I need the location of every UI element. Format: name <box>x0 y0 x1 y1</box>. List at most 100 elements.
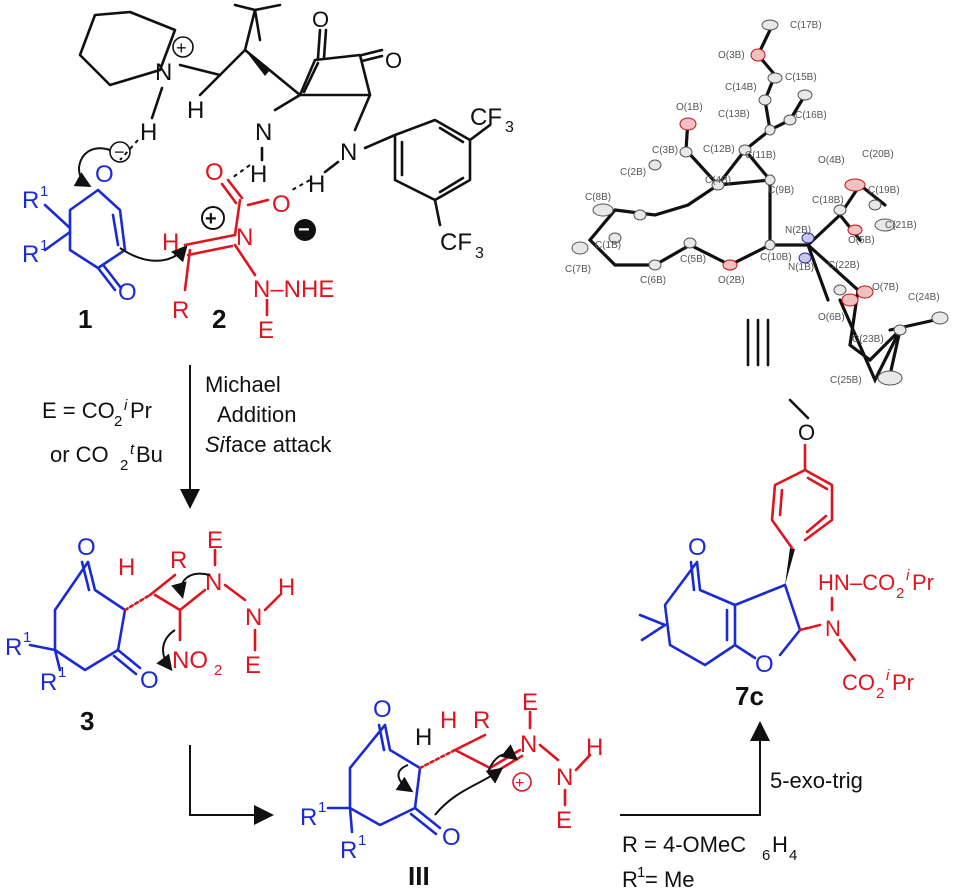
svg-text:O: O <box>373 696 392 723</box>
svg-text:C(2B): C(2B) <box>620 167 646 178</box>
svg-text:3: 3 <box>475 245 484 262</box>
ammonium-H: H <box>140 119 157 146</box>
svg-text:2: 2 <box>120 457 128 474</box>
svg-text:Michael: Michael <box>205 372 281 397</box>
svg-text:R: R <box>340 837 357 864</box>
svg-text:N: N <box>520 731 537 758</box>
svg-text:O: O <box>205 159 224 186</box>
svg-text:2: 2 <box>214 662 222 679</box>
svg-text:1: 1 <box>637 864 645 881</box>
svg-text:N: N <box>255 119 272 146</box>
svg-text:C(24B): C(24B) <box>908 292 940 303</box>
svg-text:E: E <box>556 807 572 834</box>
svg-text:CO: CO <box>842 670 875 695</box>
arrow-5-exo-trig <box>620 721 770 816</box>
svg-text:i: i <box>906 567 910 584</box>
svg-text:H: H <box>250 161 267 188</box>
svg-text:O: O <box>77 534 96 561</box>
svg-text:C(22B): C(22B) <box>828 260 860 271</box>
label-2: 2 <box>212 304 226 334</box>
svg-text:C(6B): C(6B) <box>640 275 666 286</box>
equivalence-mark <box>746 318 770 367</box>
svg-text:O(2B): O(2B) <box>718 275 745 286</box>
svg-text:+: + <box>515 775 524 792</box>
svg-text:C(10B): C(10B) <box>760 252 792 263</box>
svg-text:N: N <box>825 616 841 641</box>
svg-text:Pr: Pr <box>130 398 152 423</box>
svg-text:5-exo-trig: 5-exo-trig <box>770 768 863 793</box>
svg-text:H: H <box>278 574 295 601</box>
svg-text:C(8B): C(8B) <box>585 192 611 203</box>
svg-text:H: H <box>440 707 457 734</box>
svg-text:N: N <box>556 764 573 791</box>
svg-text:C(23B): C(23B) <box>852 334 884 345</box>
svg-text:1: 1 <box>40 183 48 200</box>
svg-text:–CO: –CO <box>850 570 895 595</box>
piperidinium-N: N <box>155 59 172 86</box>
svg-text:NO: NO <box>172 647 208 674</box>
svg-text:N: N <box>245 604 262 631</box>
svg-text:E: E <box>522 689 538 716</box>
svg-text:Pr: Pr <box>912 570 934 595</box>
svg-text:C(20B): C(20B) <box>862 149 894 160</box>
svg-text:+: + <box>205 208 217 230</box>
svg-text:H: H <box>162 229 179 256</box>
svg-text:2: 2 <box>896 585 904 602</box>
compound-2: H R N O O + − N–NHE E 2 <box>162 159 334 344</box>
cf3-top: CF <box>470 104 502 131</box>
svg-text:face attack: face attack <box>225 432 332 457</box>
label-3: 3 <box>80 706 94 736</box>
svg-text:2: 2 <box>114 413 122 430</box>
svg-text:O: O <box>755 651 774 678</box>
svg-text:N: N <box>340 139 357 166</box>
svg-text:E: E <box>245 652 261 679</box>
svg-text:HN: HN <box>818 570 850 595</box>
arrow-to-III <box>189 745 274 825</box>
svg-text:O(3B): O(3B) <box>718 50 745 61</box>
svg-text:1: 1 <box>358 832 366 849</box>
svg-text:C(25B): C(25B) <box>830 375 862 386</box>
svg-text:O: O <box>140 667 159 694</box>
svg-text:Bu: Bu <box>136 442 163 467</box>
compound-1: − O O R 1 R 1 1 <box>22 141 137 334</box>
svg-text:Si: Si <box>205 432 226 457</box>
svg-text:O: O <box>272 191 291 218</box>
svg-text:or CO: or CO <box>50 442 109 467</box>
label-III: III <box>408 861 430 891</box>
svg-text:1: 1 <box>318 799 326 816</box>
svg-text:C(16B): C(16B) <box>795 110 827 121</box>
compound-3: O O R 1 R 1 H R N E N H E NO 2 3 <box>5 527 295 736</box>
svg-text:R: R <box>300 804 317 831</box>
label-7c: 7c <box>735 681 764 711</box>
svg-text:N: N <box>236 224 253 251</box>
svg-text:O(4B): O(4B) <box>818 155 845 166</box>
crystal-structure: C(17B) O(3B) C(14B) C(15B) O(1B) C(13B) … <box>565 19 949 386</box>
svg-text:= Me: = Me <box>645 867 695 892</box>
svg-text:H: H <box>586 734 603 761</box>
svg-text:+: + <box>176 38 187 58</box>
svg-text:C(12B): C(12B) <box>703 144 735 155</box>
svg-text:C(7B): C(7B) <box>565 264 591 275</box>
svg-text:O: O <box>312 7 329 32</box>
svg-text:N: N <box>205 569 222 596</box>
svg-text:C(21B): C(21B) <box>885 220 917 231</box>
svg-text:1: 1 <box>23 629 31 646</box>
svg-text:R: R <box>5 634 22 661</box>
svg-text:C(11B): C(11B) <box>745 150 776 161</box>
svg-text:i: i <box>886 667 890 684</box>
svg-text:C(3B): C(3B) <box>652 145 678 156</box>
svg-text:i: i <box>124 397 128 414</box>
svg-text:R: R <box>170 547 187 574</box>
svg-text:O: O <box>385 48 402 73</box>
svg-text:C(15B): C(15B) <box>785 72 817 83</box>
svg-text:R: R <box>22 187 39 214</box>
svg-text:C(4B): C(4B) <box>705 175 731 186</box>
label-1: 1 <box>78 304 92 334</box>
svg-text:R: R <box>473 707 490 734</box>
svg-text:C(17B): C(17B) <box>790 20 822 31</box>
svg-text:C(5B): C(5B) <box>680 254 706 265</box>
svg-text:O: O <box>118 279 137 306</box>
svg-text:R: R <box>172 297 189 324</box>
